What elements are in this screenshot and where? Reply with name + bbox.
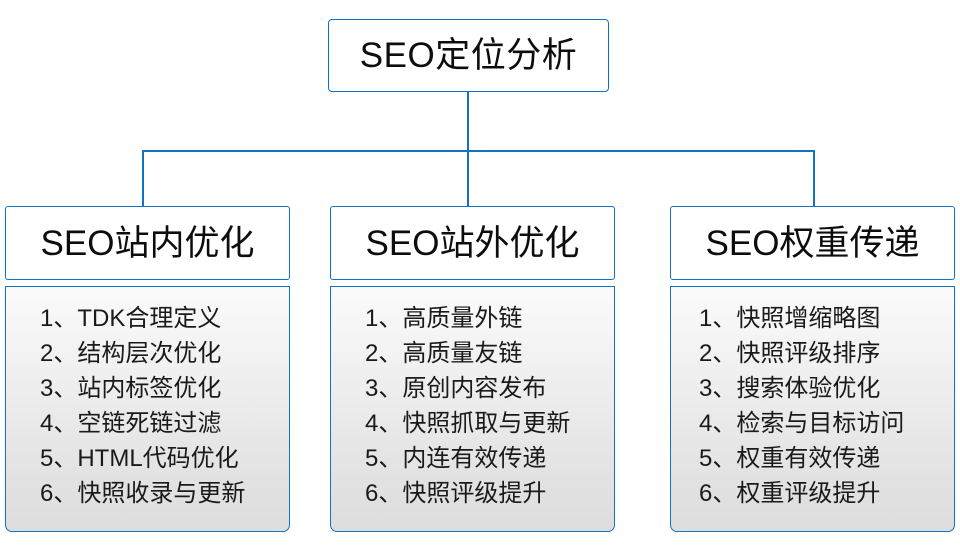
connector-horizontal-bus bbox=[142, 150, 815, 152]
connector-branch-left bbox=[142, 150, 144, 206]
branch-header-label-1: SEO站内优化 bbox=[40, 223, 255, 263]
list-item: 6、权重评级提升 bbox=[699, 480, 881, 507]
list-item: 5、权重有效传递 bbox=[699, 445, 881, 472]
list-item: 5、内连有效传递 bbox=[365, 445, 547, 472]
list-item: 2、快照评级排序 bbox=[699, 340, 881, 367]
list-item: 6、快照评级提升 bbox=[365, 480, 547, 507]
list-item: 4、快照抓取与更新 bbox=[365, 410, 571, 437]
branch-column-2: SEO站外优化 1、高质量外链 2、高质量友链 3、原创内容发布 4、快照抓取与… bbox=[330, 206, 615, 532]
list-item: 3、搜索体验优化 bbox=[699, 375, 881, 402]
list-item: 1、快照增缩略图 bbox=[699, 305, 881, 332]
list-item: 2、高质量友链 bbox=[365, 340, 523, 367]
branch-header-2[interactable]: SEO站外优化 bbox=[330, 206, 615, 280]
root-node-label: SEO定位分析 bbox=[359, 36, 578, 75]
list-item: 5、HTML代码优化 bbox=[40, 445, 239, 472]
list-item: 1、TDK合理定义 bbox=[40, 305, 222, 332]
branch-header-1[interactable]: SEO站内优化 bbox=[5, 206, 290, 280]
list-item: 4、空链死链过滤 bbox=[40, 410, 222, 437]
branch-header-label-2: SEO站外优化 bbox=[365, 223, 580, 263]
root-node[interactable]: SEO定位分析 bbox=[328, 19, 609, 92]
list-item: 3、站内标签优化 bbox=[40, 375, 222, 402]
list-item: 4、检索与目标访问 bbox=[699, 410, 905, 437]
branch-body-2: 1、高质量外链 2、高质量友链 3、原创内容发布 4、快照抓取与更新 5、内连有… bbox=[330, 286, 615, 532]
list-item: 3、原创内容发布 bbox=[365, 375, 547, 402]
item-list-2: 1、高质量外链 2、高质量友链 3、原创内容发布 4、快照抓取与更新 5、内连有… bbox=[331, 301, 614, 511]
branch-header-label-3: SEO权重传递 bbox=[705, 223, 920, 263]
item-list-3: 1、快照增缩略图 2、快照评级排序 3、搜索体验优化 4、检索与目标访问 5、权… bbox=[671, 301, 954, 511]
connector-branch-middle bbox=[467, 150, 469, 206]
branch-body-3: 1、快照增缩略图 2、快照评级排序 3、搜索体验优化 4、检索与目标访问 5、权… bbox=[670, 286, 955, 532]
branch-column-1: SEO站内优化 1、TDK合理定义 2、结构层次优化 3、站内标签优化 4、空链… bbox=[5, 206, 290, 532]
list-item: 6、快照收录与更新 bbox=[40, 480, 246, 507]
item-list-1: 1、TDK合理定义 2、结构层次优化 3、站内标签优化 4、空链死链过滤 5、H… bbox=[6, 301, 289, 511]
connector-branch-right bbox=[813, 150, 815, 206]
branch-header-3[interactable]: SEO权重传递 bbox=[670, 206, 955, 280]
list-item: 2、结构层次优化 bbox=[40, 340, 222, 367]
branch-body-1: 1、TDK合理定义 2、结构层次优化 3、站内标签优化 4、空链死链过滤 5、H… bbox=[5, 286, 290, 532]
branch-column-3: SEO权重传递 1、快照增缩略图 2、快照评级排序 3、搜索体验优化 4、检索与… bbox=[670, 206, 955, 532]
list-item: 1、高质量外链 bbox=[365, 305, 523, 332]
connector-root-vertical bbox=[467, 92, 469, 151]
